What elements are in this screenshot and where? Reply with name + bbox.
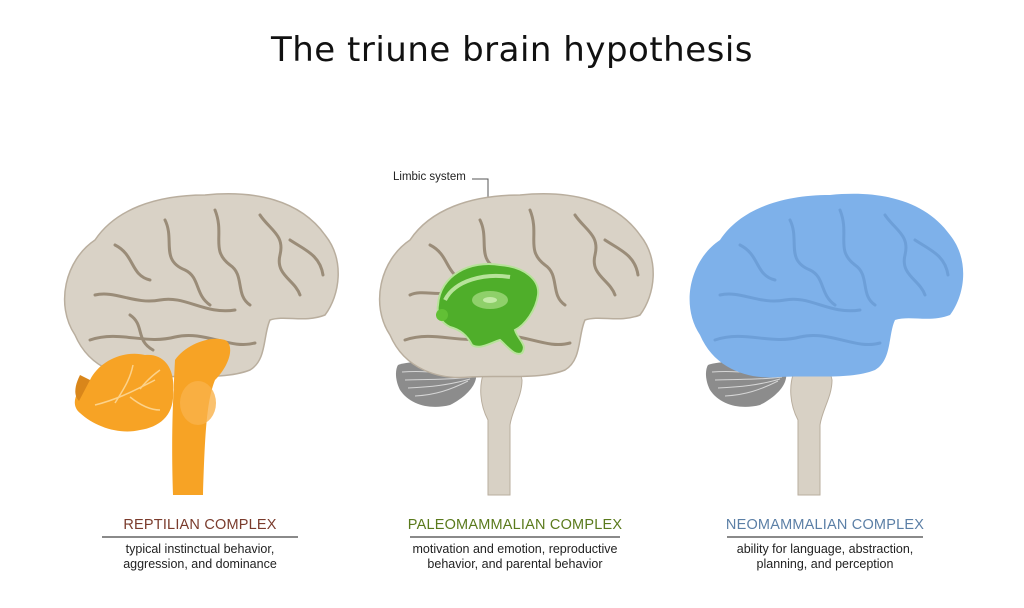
divider — [410, 536, 620, 538]
description-neomammalian-line2: planning, and perception — [756, 557, 894, 571]
cerebellum — [74, 353, 174, 432]
reptilian-brain-illustration — [63, 193, 339, 495]
sulci — [88, 208, 325, 352]
paleomammalian-brain-illustration — [378, 178, 654, 496]
panel-paleomammalian: Limbic system — [350, 165, 680, 585]
caption-reptilian: REPTILIAN COMPLEX typical instinctual be… — [35, 517, 365, 572]
caption-neomammalian: NEOMAMMALIAN COMPLEX ability for languag… — [660, 517, 990, 572]
description-neomammalian-line1: ability for language, abstraction, — [736, 542, 914, 556]
panel-neomammalian: NEOMAMMALIAN COMPLEX ability for languag… — [660, 165, 990, 585]
limbic-system-callout: Limbic system — [393, 171, 466, 183]
caption-paleomammalian: PALEOMAMMALIAN COMPLEX motivation and em… — [350, 517, 680, 572]
diagram-title: The triune brain hypothesis — [270, 30, 754, 70]
description-reptilian-line1: typical instinctual behavior, — [125, 542, 275, 556]
sulci — [713, 208, 950, 346]
description-paleomammalian-line1: motivation and emotion, reproductive — [412, 542, 618, 556]
brainstem — [480, 364, 523, 496]
description-reptilian-line2: aggression, and dominance — [123, 557, 277, 571]
neocortex — [689, 193, 964, 378]
limbic-system — [436, 263, 540, 355]
panel-reptilian: REPTILIAN COMPLEX typical instinctual be… — [35, 165, 365, 585]
divider — [102, 536, 298, 538]
description-paleomammalian-line2: behavior, and parental behavior — [427, 557, 603, 571]
cerebellum-branches — [94, 364, 161, 411]
heading-reptilian: REPTILIAN COMPLEX — [123, 517, 277, 533]
divider — [727, 536, 923, 538]
neomammalian-brain-illustration — [689, 193, 964, 496]
heading-paleomammalian: PALEOMAMMALIAN COMPLEX — [407, 517, 623, 533]
brainstem — [790, 364, 833, 496]
heading-neomammalian: NEOMAMMALIAN COMPLEX — [725, 517, 925, 533]
